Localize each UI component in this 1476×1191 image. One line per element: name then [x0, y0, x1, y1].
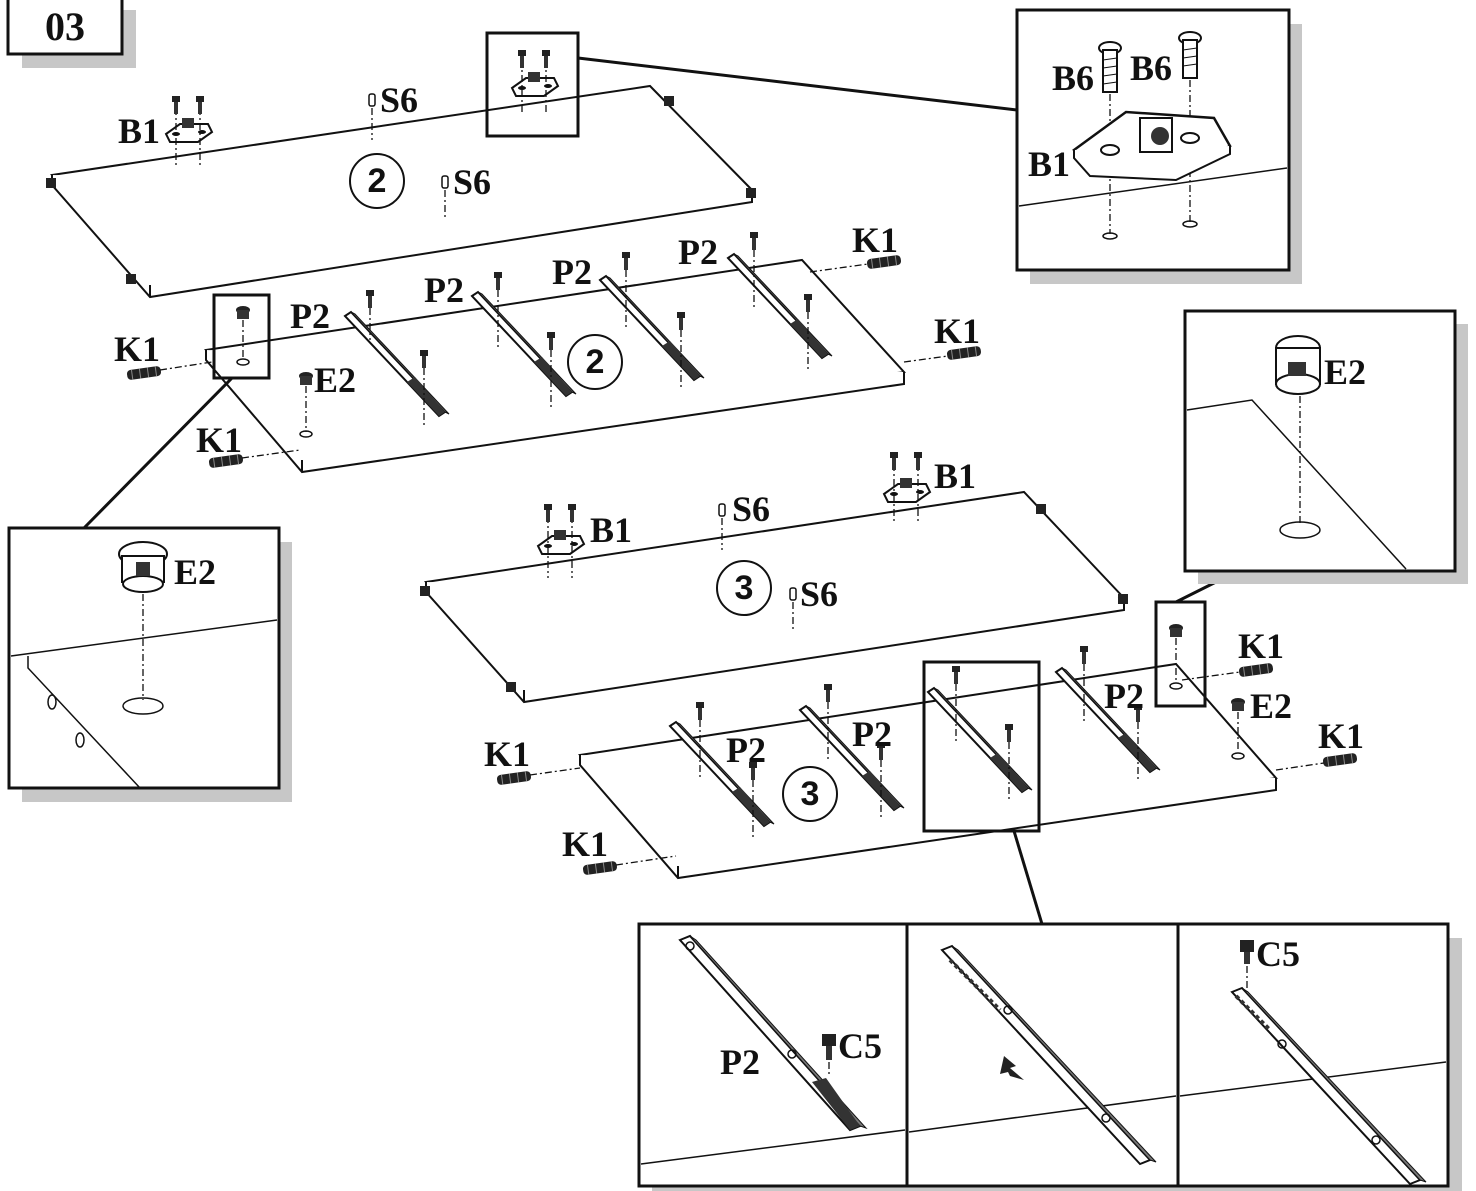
label-s6-top-b: S6 — [453, 162, 491, 202]
label-c5-detail-1: C5 — [838, 1026, 882, 1066]
label-c5-detail-2: C5 — [1256, 934, 1300, 974]
panel-number-top-upper: 2 — [368, 162, 387, 200]
callout-leader-b1 — [577, 56, 1018, 112]
label-s6-top-a: S6 — [380, 80, 418, 120]
top-panel-lower: 2 P2 P2 P2 P2 E2 K1 — [114, 220, 983, 474]
label-p2-top-d: P2 — [678, 232, 718, 272]
label-k1-bottom-right-lower: K1 — [1318, 716, 1364, 756]
label-k1-top-right-upper: K1 — [852, 220, 898, 260]
bottom-panel-upper: 3 B1 B1 S6 S6 — [420, 452, 1128, 704]
callout-box-b1 — [485, 31, 580, 138]
label-e2-detail-right: E2 — [1324, 352, 1366, 392]
label-p2-top-a: P2 — [290, 296, 330, 336]
detail-e2-left: E2 — [7, 526, 292, 802]
panel-number-top-lower: 2 — [586, 343, 605, 381]
callout-leader-e2-left — [82, 376, 234, 530]
panel-number-bottom-upper: 3 — [735, 569, 754, 607]
label-s6-bottom-a: S6 — [732, 489, 770, 529]
label-b1-detail: B1 — [1028, 144, 1070, 184]
label-p2-detail: P2 — [720, 1042, 760, 1082]
label-b1-top: B1 — [118, 111, 160, 151]
step-number-box: 03 — [6, 0, 136, 68]
detail-e2-right: E2 — [1183, 309, 1468, 584]
label-e2-top: E2 — [314, 360, 356, 400]
label-b6-b: B6 — [1130, 48, 1172, 88]
label-b1-bottom-b: B1 — [934, 456, 976, 496]
label-e2-bottom: E2 — [1250, 686, 1292, 726]
label-p2-bottom-a: P2 — [726, 730, 766, 770]
label-p2-top-b: P2 — [424, 270, 464, 310]
detail-rail-c5: C5 P2 C5 — [637, 922, 1462, 1191]
label-k1-bottom-bottom: K1 — [562, 824, 608, 864]
label-k1-bottom-left: K1 — [484, 734, 530, 774]
label-p2-bottom-c: P2 — [1104, 676, 1144, 716]
label-k1-bottom-right-upper: K1 — [1238, 626, 1284, 666]
callout-box-rail — [922, 660, 1041, 833]
label-s6-bottom-b: S6 — [800, 574, 838, 614]
label-p2-bottom-b: P2 — [852, 714, 892, 754]
label-k1-top-bottom: K1 — [196, 420, 242, 460]
panel-number-bottom-lower: 3 — [801, 775, 820, 813]
label-b6-a: B6 — [1052, 58, 1094, 98]
label-k1-top-right-lower: K1 — [934, 311, 980, 351]
label-k1-top-left: K1 — [114, 329, 160, 369]
bottom-panel-lower: 3 P2 P2 P2 E2 K1 K1 — [484, 624, 1364, 880]
top-panel-upper: 2 B1 S6 S6 — [46, 50, 756, 299]
callout-leader-rail — [1012, 830, 1044, 925]
detail-b1-b6: B6 B6 B1 — [1015, 8, 1302, 284]
step-number: 03 — [45, 4, 85, 49]
label-e2-detail-left: E2 — [174, 552, 216, 592]
callout-box-e2-left — [212, 293, 271, 380]
label-p2-top-c: P2 — [552, 252, 592, 292]
label-b1-bottom-a: B1 — [590, 510, 632, 550]
callout-box-e2-right — [1154, 600, 1207, 708]
